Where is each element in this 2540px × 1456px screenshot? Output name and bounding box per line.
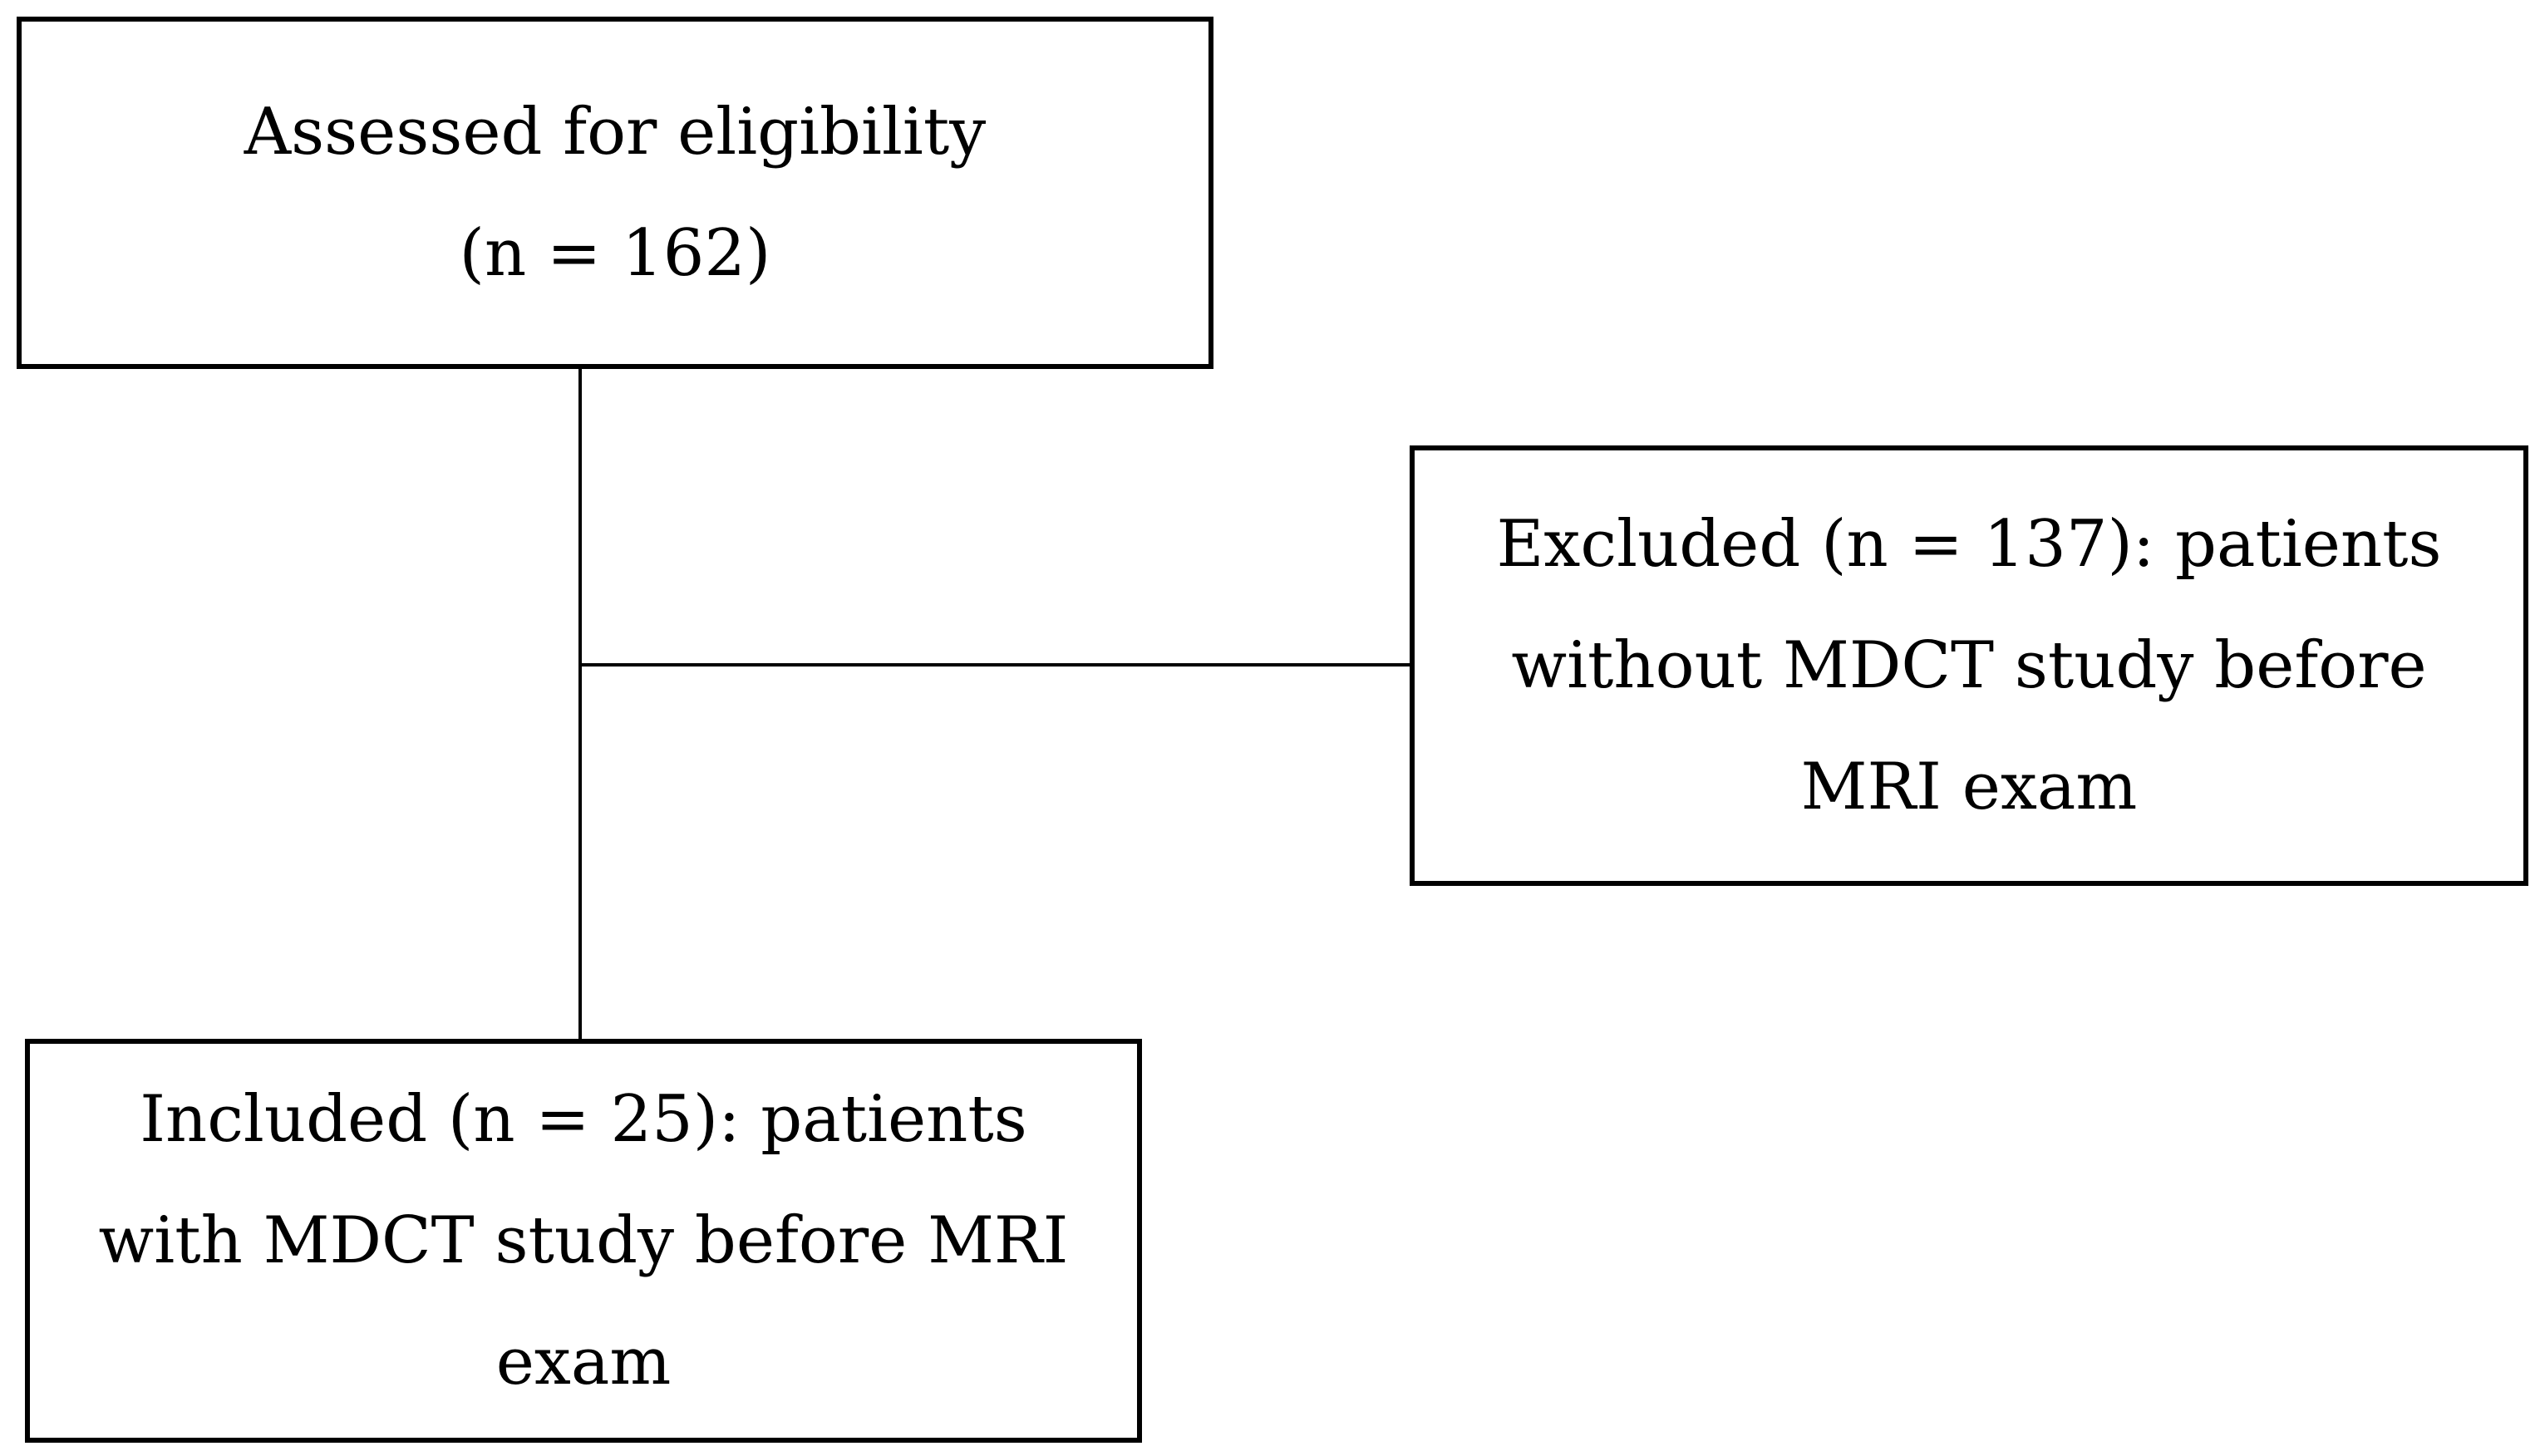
excluded-box: Excluded (n = 137): patients without MDC… (1410, 445, 2528, 886)
included-box: Included (n = 25): patients with MDCT st… (25, 1039, 1142, 1443)
connector-assessed-to-included (578, 369, 582, 1039)
excluded-line-1: Excluded (n = 137): patients (1496, 507, 2442, 582)
excluded-line-3: MRI exam (1800, 750, 2138, 824)
included-line-1: Included (n = 25): patients (140, 1082, 1027, 1157)
assessed-count: (n = 162) (459, 216, 771, 291)
connector-to-excluded (578, 663, 1410, 667)
excluded-line-2: without MDCT study before (1511, 628, 2427, 703)
included-line-2: with MDCT study before MRI (98, 1203, 1069, 1278)
assessed-box: Assessed for eligibility (n = 162) (17, 17, 1213, 369)
included-line-3: exam (495, 1325, 672, 1399)
assessed-label: Assessed for eligibility (244, 95, 987, 170)
